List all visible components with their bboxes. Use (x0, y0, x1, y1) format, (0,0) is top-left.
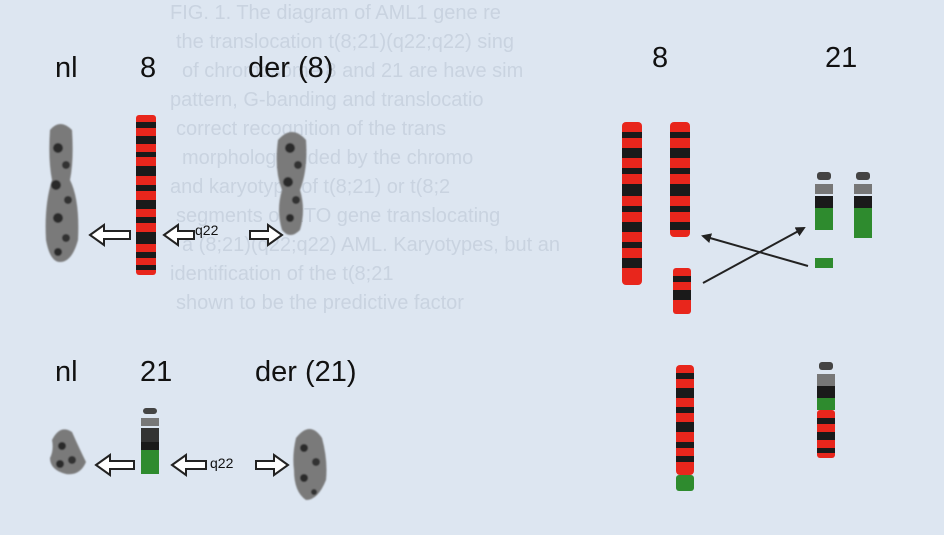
background-text-line: FIG. 1. The diagram of AML1 gene re (170, 2, 501, 24)
label-der8: der (8) (248, 52, 334, 84)
arrows-top (88, 223, 284, 247)
label-chr8-top: 8 (140, 52, 157, 84)
label-q22-bottom: q22 (210, 455, 234, 471)
label-chr21-bottom: 21 (140, 356, 173, 388)
hollow-arrow-left-icon (170, 453, 207, 477)
nl-chromosome-8 (45, 124, 79, 262)
right-chr21-breaking (815, 172, 833, 268)
arrow-chr8-to-chr21-icon (702, 227, 806, 284)
background-text-line: correct recognition of the trans (176, 118, 447, 140)
background-text-line: of chromosome 8 and 21 are have sim (182, 60, 524, 82)
nl-chromosome-21 (50, 429, 86, 475)
background-text-line: morphology aided by the chromo (182, 147, 474, 169)
arrow-chr21-to-chr8-icon (701, 233, 809, 267)
exchange-arrows (701, 227, 809, 284)
background-text-line: shown to be the predictive factor (176, 292, 464, 314)
label-chr21-right: 21 (825, 42, 858, 74)
label-der21: der (21) (255, 356, 357, 388)
right-chr21-normal (854, 172, 872, 238)
der21-chromosome (293, 429, 327, 500)
hollow-arrow-right-icon (255, 453, 290, 477)
background-text-line: pattern, G-banding and translocatio (170, 89, 484, 111)
right-der8-product (676, 365, 694, 491)
label-chr8-right: 8 (652, 42, 669, 74)
der8-chromosome (276, 132, 307, 235)
hollow-arrow-right-icon (249, 223, 284, 247)
hollow-arrow-left-icon (162, 223, 195, 247)
label-nl-bottom: nl (55, 356, 78, 388)
hollow-arrow-left-icon (94, 453, 135, 477)
ideogram-chromosome-8 (136, 115, 156, 275)
background-text-line: segments of ETO gene translocating (176, 205, 501, 227)
arrows-bottom (94, 453, 290, 477)
background-text-line: identification of the t(8;21 (170, 263, 394, 285)
label-q22-top: q22 (195, 222, 219, 238)
ideogram-chromosome-21 (141, 408, 159, 474)
hollow-arrow-left-icon (88, 223, 131, 247)
right-chr8-normal (622, 122, 642, 285)
background-text-line: the translocation t(8;21)(q22;q22) sing (176, 31, 514, 53)
label-nl-top: nl (55, 52, 78, 84)
right-der21-product (817, 362, 835, 458)
background-text-line: and karyotype of t(8;21) or t(8;2 (170, 176, 451, 198)
right-chr8-breaking (670, 122, 691, 314)
